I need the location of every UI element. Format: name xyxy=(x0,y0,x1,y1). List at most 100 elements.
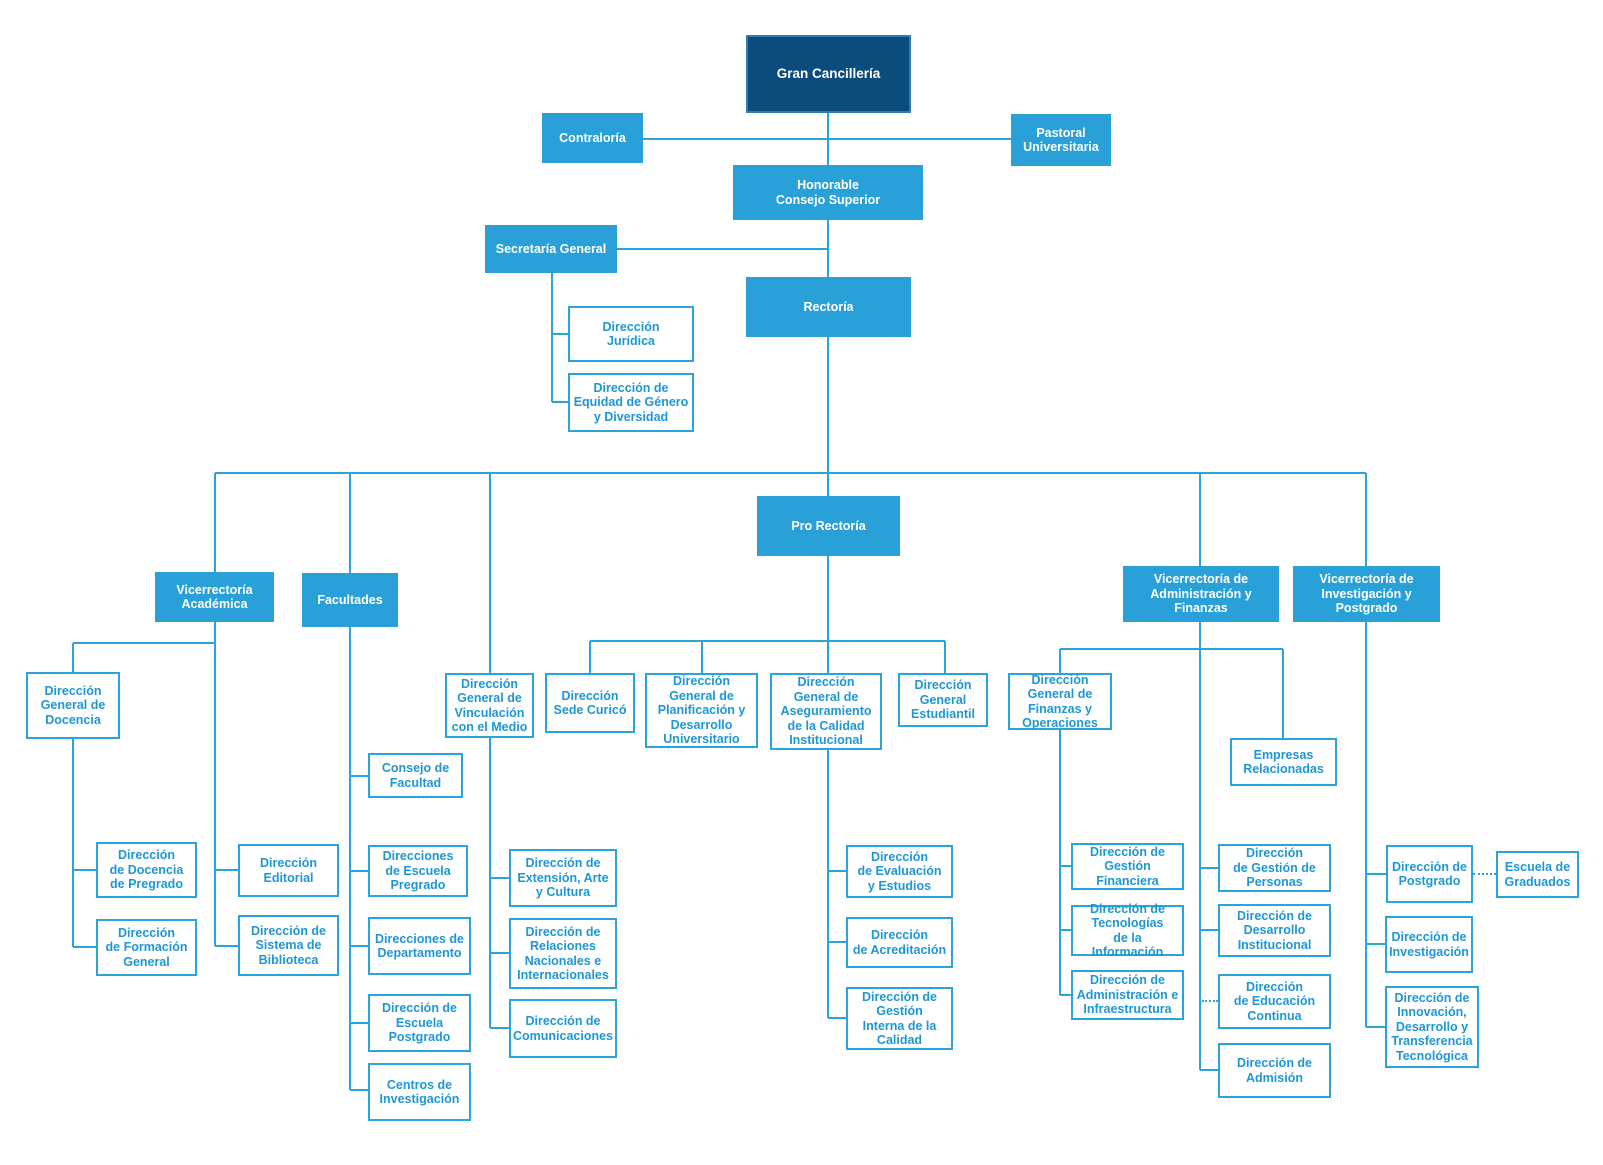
connector-line xyxy=(215,472,1366,474)
connector-line xyxy=(589,641,591,673)
connector-line xyxy=(828,1017,846,1019)
connector-line xyxy=(1060,929,1071,931)
connector-line xyxy=(72,643,74,672)
connector-line xyxy=(827,337,829,473)
connector-line xyxy=(643,138,1011,140)
org-node-honorable-consejo-superior: Honorable Consejo Superior xyxy=(733,165,923,220)
connector-line xyxy=(73,869,96,871)
connector-line xyxy=(1200,929,1218,931)
org-node-rectoria: Rectoría xyxy=(746,277,911,337)
connector-line xyxy=(490,1027,509,1029)
org-node-direcciones-departamento: Direcciones de Departamento xyxy=(368,917,471,975)
org-node-direccion-desarrollo-institucional: Dirección de Desarrollo Institucional xyxy=(1218,904,1331,957)
org-node-pastoral-universitaria: Pastoral Universitaria xyxy=(1011,114,1111,166)
org-node-gran-cancilleria: Gran Cancillería xyxy=(746,35,911,113)
connector-line xyxy=(1060,994,1071,996)
org-node-direcciones-escuela-pregrado: Direcciones de Escuela Pregrado xyxy=(368,845,468,897)
connector-line xyxy=(1365,473,1367,566)
org-node-direccion-gestion-interna-calidad: Dirección de Gestión Interna de la Calid… xyxy=(846,987,953,1050)
connector-line xyxy=(1059,730,1061,995)
org-node-direccion-aseguramiento-calidad: Dirección General de Aseguramiento de la… xyxy=(770,673,882,750)
connector-line xyxy=(349,473,351,573)
org-node-direccion-general-estudiantil: Dirección General Estudiantil xyxy=(898,673,988,727)
connector-line xyxy=(215,945,238,947)
org-node-direccion-editorial: Dirección Editorial xyxy=(238,844,339,897)
connector-line xyxy=(1366,943,1385,945)
org-node-contraloria: Contraloría xyxy=(542,113,643,163)
connector-line xyxy=(551,273,553,402)
connector-line xyxy=(72,739,74,947)
connector-line xyxy=(73,946,96,948)
connector-line xyxy=(1282,649,1284,738)
org-node-direccion-tecnologias-informacion: Dirección de Tecnologías de la Informaci… xyxy=(1071,902,1184,959)
connector-line xyxy=(349,627,351,1090)
org-node-direccion-relaciones-nacionales: Dirección de Relaciones Nacionales e Int… xyxy=(509,918,617,989)
connector-line xyxy=(489,473,491,673)
org-node-direccion-planificacion-desarrollo: Dirección General de Planificación y Des… xyxy=(645,673,758,748)
org-node-direccion-general-docencia: Dirección General de Docencia xyxy=(26,672,120,739)
org-node-direccion-finanzas-operaciones: Dirección General de Finanzas y Operacio… xyxy=(1008,673,1112,730)
org-node-direccion-formacion-general: Dirección de Formación General xyxy=(96,919,197,976)
org-node-direccion-vinculacion-medio: Dirección General de Vinculación con el … xyxy=(445,673,534,738)
connector-line xyxy=(1366,873,1386,875)
org-node-empresas-relacionadas: Empresas Relacionadas xyxy=(1230,738,1337,786)
connector-line xyxy=(350,870,368,872)
connector-line xyxy=(350,775,368,777)
connector-line xyxy=(701,641,703,673)
org-node-direccion-juridica: Dirección Jurídica xyxy=(568,306,694,362)
org-node-facultades: Facultades xyxy=(302,573,398,627)
connector-line xyxy=(552,333,568,335)
org-node-direccion-investigacion: Dirección de Investigación xyxy=(1385,916,1473,973)
org-node-direccion-comunicaciones: Dirección de Comunicaciones xyxy=(509,999,617,1058)
org-node-direccion-sede-curico: Dirección Sede Curicó xyxy=(545,673,635,733)
org-node-direccion-educacion-continua: Dirección de Educación Continua xyxy=(1218,974,1331,1029)
org-node-pro-rectoria: Pro Rectoría xyxy=(757,496,900,556)
org-node-direccion-equidad-genero: Dirección de Equidad de Género y Diversi… xyxy=(568,373,694,432)
connector-line xyxy=(215,869,238,871)
connector-line xyxy=(490,877,509,879)
org-node-direccion-admision: Dirección de Admisión xyxy=(1218,1043,1331,1098)
dotted-connector-line xyxy=(1473,873,1496,875)
dotted-connector-line xyxy=(1202,1000,1218,1002)
connector-line xyxy=(827,220,829,277)
connector-line xyxy=(827,473,829,496)
org-node-direccion-acreditacion: Dirección de Acreditación xyxy=(846,917,953,968)
connector-line xyxy=(1060,648,1283,650)
org-node-secretaria-general: Secretaría General xyxy=(485,225,617,273)
connector-line xyxy=(489,738,491,1028)
connector-line xyxy=(944,641,946,673)
connector-line xyxy=(617,248,828,250)
org-node-direccion-postgrado: Dirección de Postgrado xyxy=(1386,845,1473,903)
connector-line xyxy=(1200,867,1218,869)
connector-line xyxy=(827,641,829,673)
connector-line xyxy=(1060,865,1071,867)
org-node-direccion-gestion-financiera: Dirección de Gestión Financiera xyxy=(1071,843,1184,890)
connector-line xyxy=(1200,1069,1218,1071)
connector-line xyxy=(1365,622,1367,1027)
connector-line xyxy=(350,945,368,947)
connector-line xyxy=(1059,649,1061,673)
connector-line xyxy=(350,1022,368,1024)
org-node-direccion-escuela-postgrado: Dirección de Escuela Postgrado xyxy=(368,994,471,1052)
connector-line xyxy=(214,473,216,572)
connector-line xyxy=(214,622,216,946)
org-node-vicerrectoria-administracion-finanzas: Vicerrectoría de Administración y Finanz… xyxy=(1123,566,1279,622)
org-node-consejo-facultad: Consejo de Facultad xyxy=(368,753,463,798)
connector-line xyxy=(827,750,829,1018)
connector-line xyxy=(1366,1026,1385,1028)
connector-line xyxy=(828,941,846,943)
org-node-direccion-administracion-infraestructura: Dirección de Administración e Infraestru… xyxy=(1071,970,1184,1020)
org-node-direccion-evaluacion-estudios: Dirección de Evaluación y Estudios xyxy=(846,845,953,898)
connector-line xyxy=(350,1089,368,1091)
connector-line xyxy=(827,556,829,641)
connector-line xyxy=(1199,473,1201,566)
connector-line xyxy=(590,640,945,642)
org-node-direccion-sistema-biblioteca: Dirección de Sistema de Biblioteca xyxy=(238,915,339,976)
connector-line xyxy=(490,952,509,954)
org-node-centros-investigacion: Centros de Investigación xyxy=(368,1063,471,1121)
connector-line xyxy=(73,642,215,644)
org-node-direccion-extension-arte-cultura: Dirección de Extensión, Arte y Cultura xyxy=(509,849,617,907)
connector-line xyxy=(1199,622,1201,1070)
connector-line xyxy=(552,401,568,403)
